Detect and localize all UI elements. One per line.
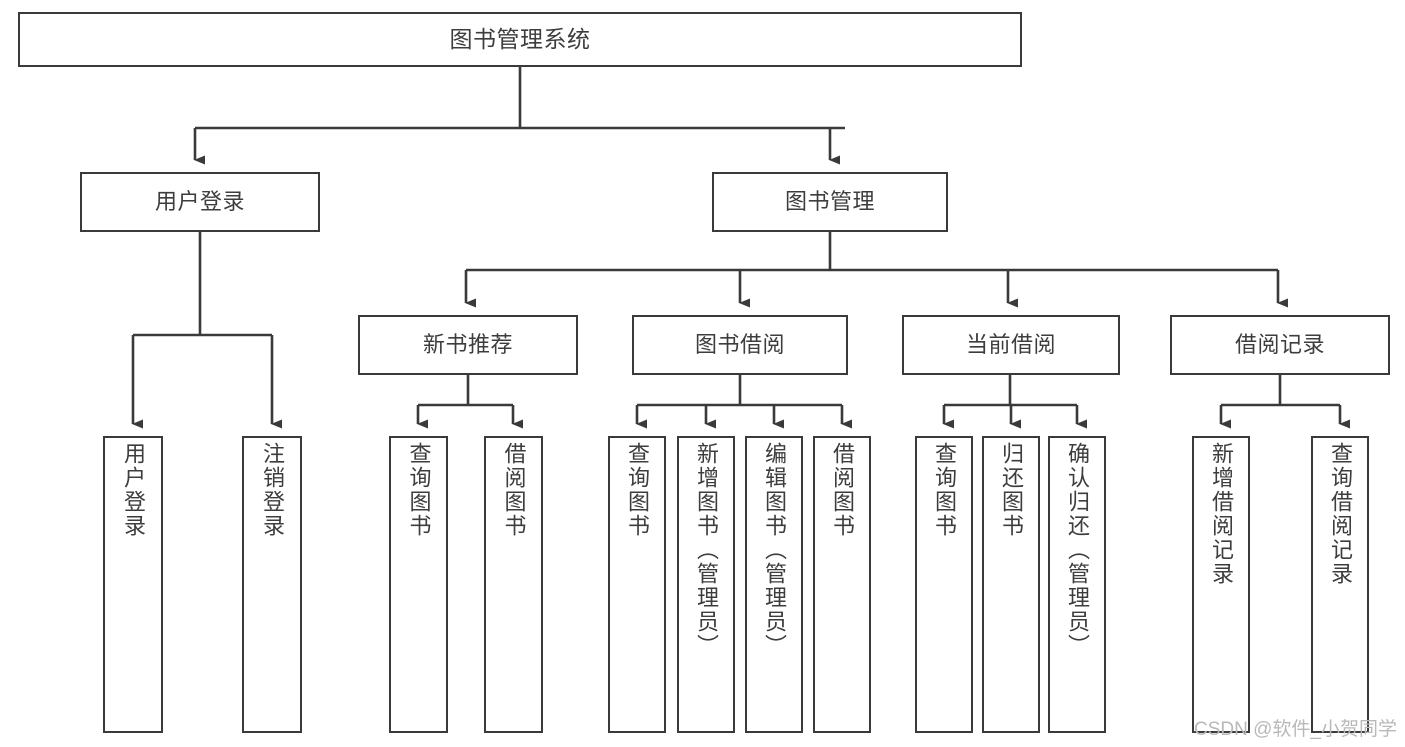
node-leaf-record-add-record[interactable]: 新增借阅记录 [1192, 436, 1250, 733]
node-label: 借阅记录 [1234, 332, 1325, 358]
node-label: 确认归还（管理员） [1065, 442, 1090, 658]
node-label: 查询图书 [406, 442, 432, 538]
node-label: 编辑图书（管理员） [762, 442, 787, 658]
node-leaf-current-return-book[interactable]: 归还图书 [982, 436, 1040, 733]
node-leaf-current-query-book[interactable]: 查询图书 [915, 436, 973, 733]
node-borrow-record[interactable]: 借阅记录 [1170, 315, 1390, 375]
node-book-management[interactable]: 图书管理 [712, 172, 948, 232]
node-current-borrow[interactable]: 当前借阅 [902, 315, 1120, 375]
node-leaf-recommend-borrow-book[interactable]: 借阅图书 [484, 436, 543, 733]
node-label: 用户登录 [154, 189, 245, 215]
node-leaf-record-query-record[interactable]: 查询借阅记录 [1311, 436, 1369, 733]
node-label: 借阅图书 [830, 442, 855, 538]
node-label: 图书借阅 [694, 332, 785, 358]
node-label: 归还图书 [999, 442, 1024, 538]
node-label: 图书管理系统 [449, 26, 591, 53]
node-label: 用户登录 [121, 442, 146, 538]
node-leaf-borrow-add-book-admin[interactable]: 新增图书（管理员） [677, 436, 735, 733]
node-leaf-current-confirm-return-admin[interactable]: 确认归还（管理员） [1048, 436, 1106, 733]
node-book-borrow[interactable]: 图书借阅 [632, 315, 848, 375]
node-label: 查询图书 [625, 442, 650, 538]
node-leaf-user-login-logout[interactable]: 注销登录 [242, 436, 302, 733]
node-leaf-recommend-query-book[interactable]: 查询图书 [389, 436, 448, 733]
node-label: 查询图书 [932, 442, 957, 538]
node-label: 借阅图书 [501, 442, 527, 538]
node-label: 图书管理 [784, 189, 875, 215]
node-root-book-management-system[interactable]: 图书管理系统 [18, 12, 1022, 67]
node-new-book-recommend[interactable]: 新书推荐 [358, 315, 578, 375]
node-label: 新增借阅记录 [1209, 442, 1234, 586]
node-leaf-borrow-query-book[interactable]: 查询图书 [608, 436, 666, 733]
node-label: 新增图书（管理员） [694, 442, 719, 658]
node-leaf-borrow-borrow-book[interactable]: 借阅图书 [813, 436, 871, 733]
node-label: 新书推荐 [422, 332, 513, 358]
node-leaf-borrow-edit-book-admin[interactable]: 编辑图书（管理员） [745, 436, 803, 733]
node-user-login[interactable]: 用户登录 [80, 172, 320, 232]
node-label: 查询借阅记录 [1328, 442, 1353, 586]
node-label: 注销登录 [260, 442, 285, 538]
node-leaf-user-login-login[interactable]: 用户登录 [103, 436, 163, 733]
csdn-watermark: CSDN @软件_小贺同学 [1194, 719, 1397, 740]
node-label: 当前借阅 [965, 332, 1056, 358]
